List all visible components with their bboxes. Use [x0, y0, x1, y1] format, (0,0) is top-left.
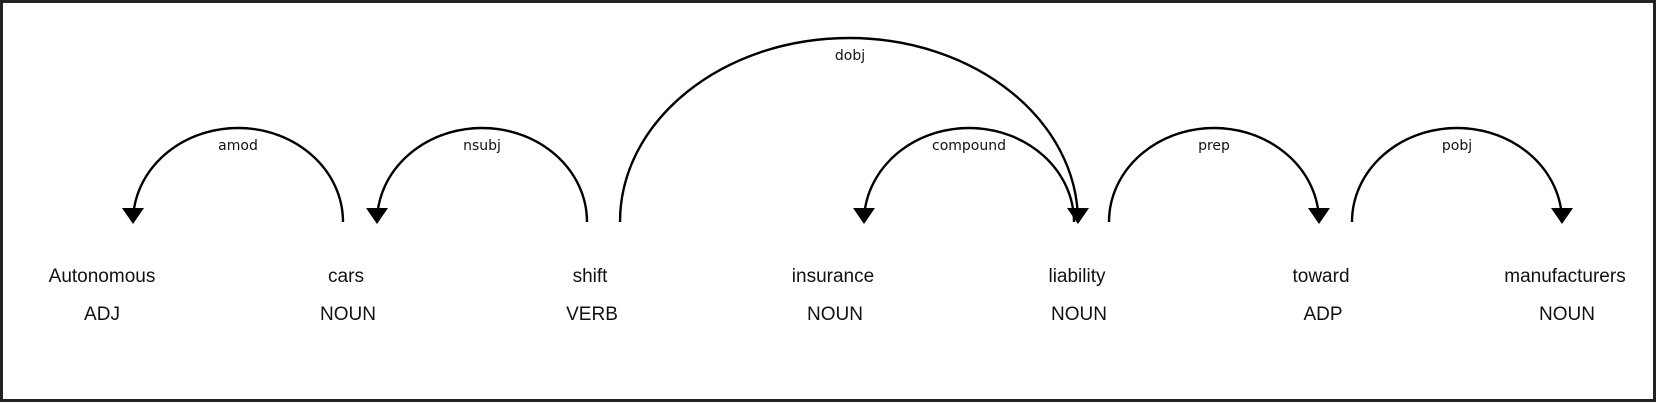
arrowhead-pobj — [1551, 208, 1573, 224]
arc-compound — [862, 126, 1076, 223]
arc-dobj — [618, 36, 1080, 223]
arc-amod — [131, 126, 345, 223]
token-tag: NOUN — [1539, 304, 1595, 325]
arc-label-pobj: pobj — [1442, 138, 1472, 154]
arc-prep — [1107, 126, 1321, 223]
token-word: cars — [328, 266, 364, 287]
token-tag: VERB — [566, 304, 618, 325]
arc-label-compound: compound — [932, 138, 1006, 154]
token-word: toward — [1292, 266, 1349, 287]
token-word: insurance — [792, 266, 874, 287]
token-tag: NOUN — [320, 304, 376, 325]
token-tag: NOUN — [807, 304, 863, 325]
arc-label-dobj: dobj — [835, 48, 865, 64]
arrowhead-dobj — [1067, 208, 1089, 224]
arrowhead-prep — [1308, 208, 1330, 224]
arc-label-prep: prep — [1198, 138, 1230, 154]
token-tag: ADJ — [84, 304, 120, 325]
arcs-layer: amod nsubj dobj compound prep pobj — [122, 36, 1573, 224]
arc-label-nsubj: nsubj — [463, 138, 501, 154]
arc-pobj — [1350, 126, 1564, 223]
arrowhead-amod — [122, 208, 144, 224]
arrowhead-nsubj — [366, 208, 388, 224]
token-tag: ADP — [1303, 304, 1342, 325]
token-word: manufacturers — [1504, 266, 1625, 287]
arc-label-amod: amod — [218, 138, 258, 154]
arc-nsubj — [375, 126, 589, 223]
tokens-layer: Autonomous ADJ cars NOUN shift VERB insu… — [49, 266, 1626, 325]
token-word: shift — [573, 266, 609, 287]
token-word: liability — [1048, 266, 1106, 287]
token-word: Autonomous — [49, 266, 156, 287]
token-tag: NOUN — [1051, 304, 1107, 325]
arrowhead-compound — [853, 208, 875, 224]
